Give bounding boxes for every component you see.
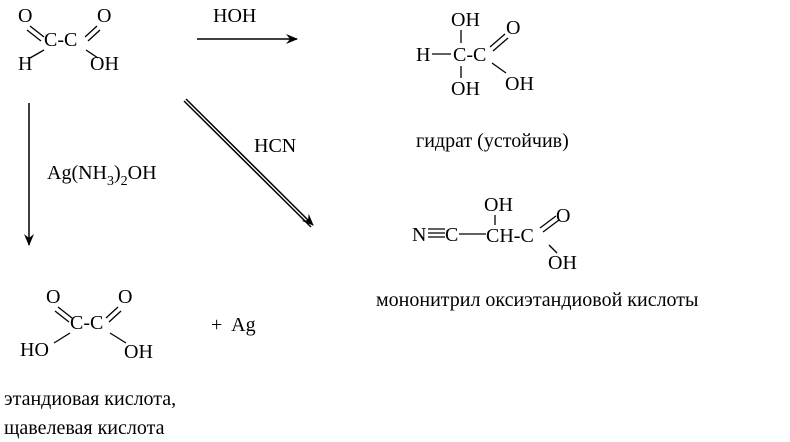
reactant-o-left: O [18, 5, 32, 27]
nitrile-c-triple: C [445, 224, 458, 246]
oxalic-double-bond-left-b [54, 310, 70, 323]
nitrile-n: N [412, 224, 426, 246]
reagent-water: HOH [213, 5, 256, 27]
oxalic-oh: OH [124, 341, 153, 363]
oxalic-bond-oh [109, 332, 127, 344]
nitrile-double-bond-b [542, 219, 560, 233]
cyanide-step: HCN [183, 98, 314, 228]
nitrile-o: O [556, 205, 570, 227]
hydrate-h: H [416, 44, 430, 66]
hydrate-oh-right: OH [505, 73, 534, 95]
hydrate-name: гидрат (устойчив) [416, 130, 569, 152]
oxalic-double-bond-right-a [105, 306, 119, 319]
reactant-double-bond-right-b [87, 29, 101, 42]
reactant-double-bond-left-a [29, 25, 45, 38]
reactant-glyoxylic-acid: O O C-C H OH [18, 5, 119, 75]
nitrile-oh-bottom: OH [548, 252, 577, 274]
reactant-bond-oh [85, 49, 99, 59]
nitrile-name: мононитрил оксиэтандиовой кислоты [376, 289, 699, 311]
oxalic-plus-silver: + Ag [211, 314, 256, 336]
reactant-h: H [18, 53, 32, 75]
hydrate-oh-top: OH [451, 9, 480, 31]
reactant-o-right: O [97, 5, 111, 27]
nitrile-bond-oh-bottom [548, 244, 558, 254]
nitrile-oh-top: OH [484, 194, 513, 216]
tollens-step: Ag(NH3)2OH [24, 103, 157, 246]
reactant-oh: OH [90, 53, 119, 75]
reagent-hcn: HCN [254, 135, 296, 157]
nitrile-chain: CH-C [486, 225, 534, 247]
hydration-step: HOH [197, 5, 298, 44]
oxalic-name-line2: щавелевая кислота [4, 417, 165, 439]
hydrate-o: O [506, 17, 520, 39]
cyanide-arrow-shaft-a [183, 100, 312, 228]
hydrate-bond-oh-right [491, 62, 507, 74]
oxalic-double-bond-right-b [108, 310, 122, 323]
oxalic-bond-ho [53, 332, 71, 344]
reactant-carbon-chain: C-C [44, 29, 77, 51]
nitrile-structure: N C OH CH-C O OH [412, 194, 577, 274]
oxalic-name-line1: этандиовая кислота, [4, 388, 177, 410]
reactant-double-bond-right-a [84, 25, 98, 38]
hydrate-structure: H OH C-C OH O OH [416, 9, 534, 100]
hydrate-double-bond-b [492, 37, 509, 52]
hydrate-double-bond-a [489, 33, 506, 48]
hydrate-chain: C-C [453, 44, 486, 66]
reactant-bond-h [29, 49, 45, 59]
cyanide-arrow [185, 98, 314, 226]
oxalic-ho: HO [20, 339, 49, 361]
oxalic-double-bond-left-a [57, 306, 73, 319]
oxalic-acid-structure: O O C-C HO OH + Ag [20, 286, 256, 363]
nitrile-double-bond-a [539, 215, 557, 229]
oxalic-o-right: O [118, 286, 132, 308]
reactant-double-bond-left-b [26, 29, 42, 42]
oxalic-chain: C-C [70, 312, 103, 334]
hydrate-oh-bottom: OH [451, 78, 480, 100]
oxalic-o-left: O [46, 286, 60, 308]
reagent-tollens: Ag(NH3)2OH [47, 162, 157, 189]
